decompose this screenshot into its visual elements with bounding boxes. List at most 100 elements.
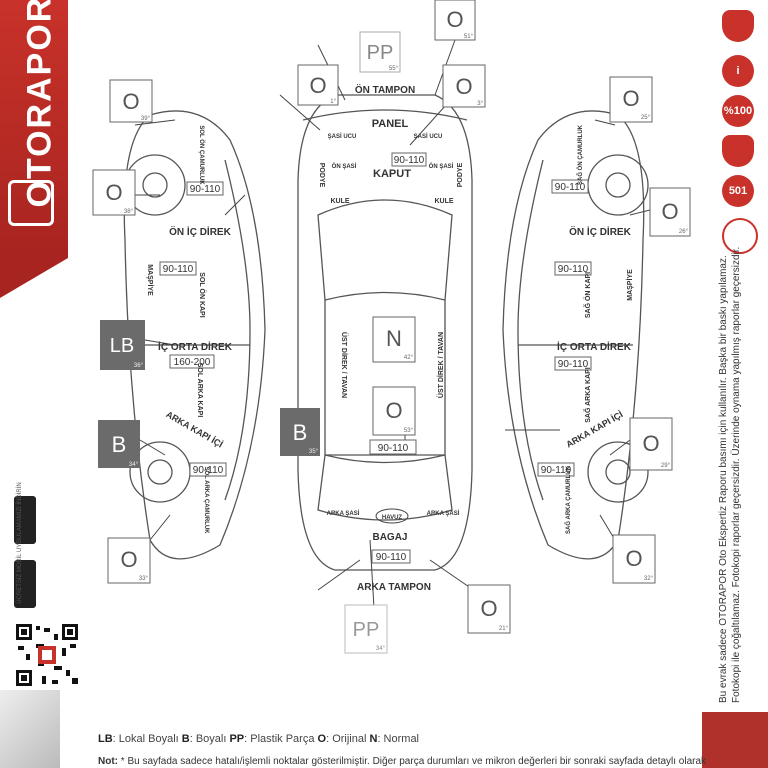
l-rear-door-deg: 36° bbox=[134, 363, 144, 369]
google-play-icon[interactable] bbox=[14, 560, 36, 608]
label-ust-direk-left: ÜST DİREK / TAVAN bbox=[340, 332, 349, 398]
volvo-badge-icon bbox=[722, 218, 758, 254]
brand-sidebar: OTORAPOR bbox=[0, 0, 68, 298]
top-car-body bbox=[297, 94, 473, 571]
brand-logo-icon bbox=[8, 180, 54, 226]
l-rear-fender-box bbox=[98, 420, 140, 468]
label-maspiye-right: MAŞPİYE bbox=[626, 269, 634, 301]
status-boxes: O 51° PP 55° O 1° O 3° O 39° O 38° LB 36… bbox=[92, 0, 691, 654]
front-right-code: O bbox=[455, 74, 472, 99]
pp-rear-box bbox=[344, 604, 388, 654]
award-badge-icon bbox=[722, 10, 754, 42]
check-shield-icon bbox=[722, 135, 754, 167]
top-front-line bbox=[302, 109, 468, 121]
roof-b-code: B bbox=[293, 420, 308, 445]
label-arka-kapi-ici-left: ARKA KAPI İÇİ bbox=[164, 409, 224, 449]
label-ust-direk-right: ÜST DİREK / TAVAN bbox=[436, 332, 445, 398]
label-panel: PANEL bbox=[372, 118, 409, 130]
label-kaput: KAPUT bbox=[373, 168, 411, 180]
rear-o-code: O bbox=[480, 596, 497, 621]
label-sol-arka-kapi: SOL ARKA KAPI bbox=[196, 363, 203, 418]
top-rear-window bbox=[317, 454, 453, 521]
right-window-line bbox=[517, 159, 544, 501]
label-sasi-ucu-left: ŞASİ UCU bbox=[328, 133, 357, 140]
label-on-sasi-right: ÖN ŞASİ bbox=[429, 163, 454, 170]
watermark-logo-left bbox=[0, 690, 60, 768]
label-bagaj: BAGAJ bbox=[372, 532, 407, 543]
l-bottom-box bbox=[107, 537, 151, 584]
legend-pp-text: : Plastik Parça bbox=[244, 733, 318, 745]
roof-n-deg: 42° bbox=[404, 355, 414, 361]
label-arka-sasi-right: ARKA ŞASİ bbox=[427, 510, 460, 517]
right-rear-wheel bbox=[587, 441, 649, 503]
mikron-kaput: 90-110 bbox=[394, 155, 425, 166]
roof-n-box bbox=[372, 316, 416, 363]
right-front-wheel bbox=[587, 154, 649, 216]
l-rear-fender-deg: 34° bbox=[129, 462, 139, 468]
label-maspiye-left: MAŞPİYE bbox=[146, 264, 154, 296]
roof-n-code: N bbox=[386, 326, 402, 351]
label-on-tampon: ÖN TAMPON bbox=[355, 83, 415, 96]
note-label: Not: bbox=[98, 756, 121, 767]
label-arka-tampon: ARKA TAMPON bbox=[357, 582, 431, 593]
trunk-o-deg: 53° bbox=[404, 428, 414, 434]
label-sol-on-camurluk: SOL ÖN ÇAMURLUK bbox=[198, 125, 205, 185]
rear-o-box bbox=[467, 584, 511, 634]
l-rear-door-code: LB bbox=[110, 335, 134, 357]
mikron-l-arka-kapi: 160-200 bbox=[174, 357, 211, 368]
qr-code-icon bbox=[14, 622, 80, 688]
l-front-door-box bbox=[92, 169, 136, 216]
legend-b-text: : Boyalı bbox=[189, 733, 230, 745]
info-badge: i bbox=[722, 55, 754, 87]
pp-front-deg: 55° bbox=[389, 66, 399, 72]
front-left-code: O bbox=[309, 73, 326, 98]
r-front-fender-code: O bbox=[622, 86, 639, 111]
label-arka-kapi-ici-right: ARKA KAPI İÇİ bbox=[564, 409, 624, 449]
l-front-fender-code: O bbox=[122, 89, 139, 114]
trunk-o-code: O bbox=[385, 398, 402, 423]
roof-b-deg: 35° bbox=[309, 449, 319, 455]
mikron-l-arka-camurluk: 90-110 bbox=[193, 465, 224, 476]
label-sol-on-kapi: SOL ÖN KAPI bbox=[198, 272, 207, 317]
pp-front-code: PP bbox=[367, 42, 394, 64]
r-rear-door-box bbox=[629, 417, 673, 471]
l-rear-fender-code: B bbox=[112, 432, 127, 457]
watermark-logo-right bbox=[702, 712, 768, 768]
mikron-r-arka-kapi: 90-110 bbox=[558, 359, 589, 370]
label-sag-arka-kapi: SAĞ ARKA KAPI bbox=[583, 367, 592, 423]
l-bottom-deg: 33° bbox=[139, 576, 149, 582]
r-front-fender-box bbox=[609, 76, 653, 123]
mikron-r-on-kapi: 90-110 bbox=[558, 264, 589, 275]
footer-note: Not: * Bu sayfada sadece hatalı/işlemli … bbox=[98, 756, 706, 767]
pp-rear-code: PP bbox=[353, 619, 380, 641]
note-text: * Bu sayfada sadece hatalı/işlemli nokta… bbox=[120, 756, 707, 767]
mikron-tavan: 90-110 bbox=[378, 443, 409, 454]
roof-b-box bbox=[280, 408, 320, 456]
label-sag-on-camurluk: SAĞ ÖN ÇAMURLUK bbox=[576, 124, 584, 185]
label-podye-right: PODYE bbox=[457, 162, 464, 187]
top-o-deg: 51° bbox=[464, 34, 474, 40]
top-roof bbox=[324, 300, 446, 456]
mikron-r-on-camurluk: 90-110 bbox=[555, 182, 586, 193]
501-badge: 501 bbox=[722, 175, 754, 207]
l-front-door-code: O bbox=[105, 180, 122, 205]
top-o-box bbox=[434, 0, 476, 41]
mikron-bagaj: 90-110 bbox=[376, 552, 407, 563]
label-kule-right: KULE bbox=[434, 198, 453, 205]
l-rear-door-box bbox=[100, 320, 145, 370]
label-sasi-ucu-right: ŞASİ UCU bbox=[414, 133, 443, 140]
r-front-fender-deg: 25° bbox=[641, 115, 651, 121]
legend-n-code: N bbox=[369, 733, 378, 745]
mikron-l-on-camurluk: 90-110 bbox=[190, 184, 221, 195]
label-kule-left: KULE bbox=[330, 198, 349, 205]
trunk-o-box bbox=[372, 386, 416, 436]
l-front-fender-box bbox=[109, 79, 153, 123]
rear-o-deg: 21° bbox=[499, 626, 509, 632]
app-store-icon[interactable] bbox=[14, 496, 36, 544]
pp-front-box bbox=[359, 31, 401, 73]
legend-o-text: : Orijinal bbox=[326, 733, 370, 745]
legend-lb-code: LB bbox=[98, 733, 113, 745]
front-right-box bbox=[442, 64, 486, 108]
right-car-body bbox=[502, 110, 645, 560]
pp-rear-deg: 34° bbox=[376, 646, 386, 652]
